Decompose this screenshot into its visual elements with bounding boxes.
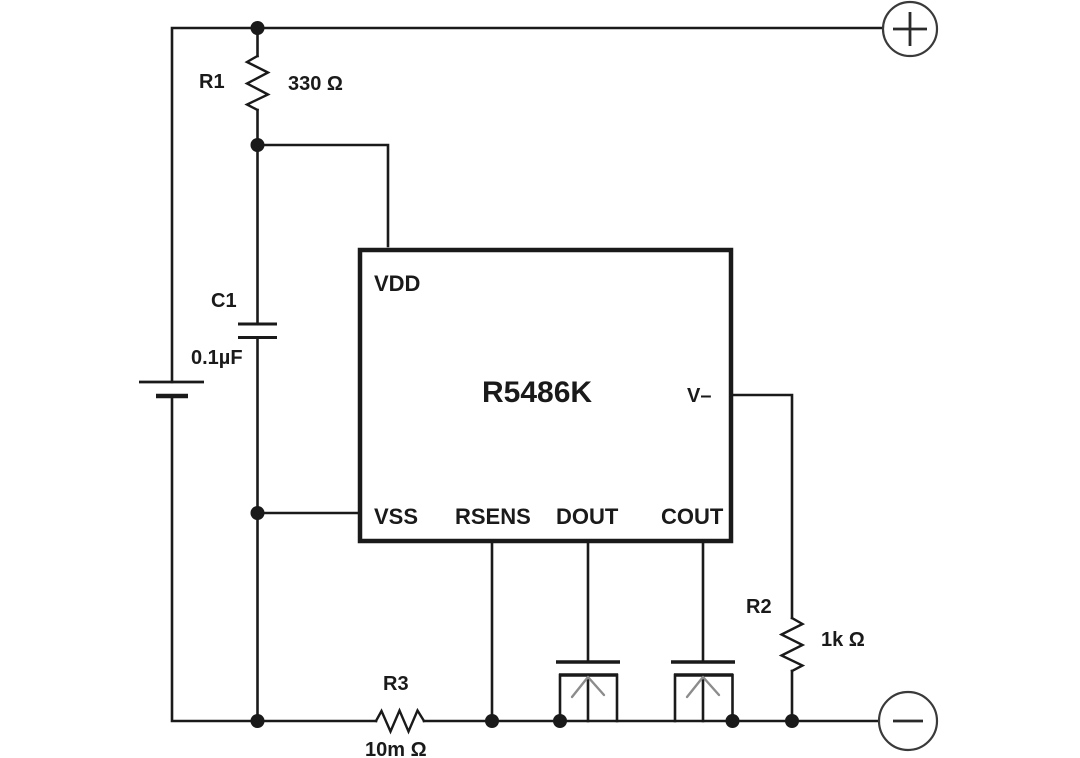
junction-dot: [725, 714, 740, 728]
wire-vdd: [256, 143, 390, 248]
r1-label: R1: [199, 71, 225, 93]
c1-value: 0.1µF: [191, 347, 243, 369]
resistor-r1: R1 330 Ω: [199, 54, 343, 112]
mosfet-q2: [671, 660, 735, 723]
resistor-r3: R3 10m Ω: [365, 673, 427, 758]
plus-icon: [893, 12, 927, 46]
battery-symbol: [139, 380, 204, 399]
ic-pin-vdd: VDD: [374, 271, 420, 296]
junction-dot: [250, 714, 265, 728]
r1-value: 330 Ω: [288, 73, 343, 95]
junction-dot: [553, 714, 567, 728]
resistor-r2: R2 1k Ω: [746, 596, 865, 673]
positive-terminal: [881, 0, 939, 58]
r3-value: 10m Ω: [365, 739, 427, 758]
wire-top-rail: [170, 26, 885, 384]
mosfet-q1: [556, 660, 620, 723]
ic-r5486k: VDD VSS RSENS DOUT COUT V– R5486K: [357, 247, 734, 544]
junction-dot: [485, 714, 499, 728]
ic-pin-dout: DOUT: [556, 504, 619, 529]
c1-label: C1: [211, 290, 237, 312]
junction-dots: [250, 21, 799, 728]
wire-bottom-left: [170, 394, 378, 723]
ic-pin-vminus: V–: [687, 385, 711, 407]
ic-pin-cout: COUT: [661, 504, 724, 529]
r3-zigzag: [374, 707, 426, 735]
ic-pin-rsens: RSENS: [455, 504, 531, 529]
r2-zigzag: [778, 616, 806, 673]
junction-dot: [250, 506, 265, 520]
wire-vminus: [729, 393, 794, 620]
ic-body: [357, 247, 734, 544]
ic-pin-vss: VSS: [374, 504, 418, 529]
wires: [170, 26, 885, 723]
junction-dot: [250, 138, 265, 152]
negative-terminal: [877, 690, 939, 752]
r2-value: 1k Ω: [821, 629, 865, 651]
q2-body-arrow-icon: [685, 675, 721, 699]
r2-label: R2: [746, 596, 772, 618]
r3-label: R3: [383, 673, 409, 695]
junction-dot: [250, 21, 265, 35]
capacitor-c1: C1 0.1µF: [191, 290, 277, 369]
r1-zigzag: [244, 54, 271, 112]
junction-dot: [785, 714, 799, 728]
q1-body-arrow-icon: [570, 675, 606, 699]
ic-part-number: R5486K: [482, 376, 592, 409]
